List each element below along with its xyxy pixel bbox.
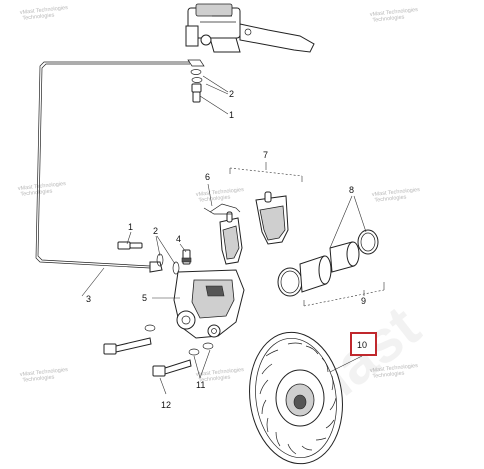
watermark-line1: vMast Technologies [196,187,245,198]
leader-lines [81,75,367,395]
highlight-box [350,332,377,356]
brake-pads [219,191,289,265]
watermark-line2: Technologies [22,374,55,383]
watermark-line2: Technologies [372,14,405,23]
watermark-line1: vMast Technologies [370,7,419,18]
callout-3: 3 [86,294,91,304]
callout-1-top: 1 [229,110,234,120]
callout-labels: 2 1 7 6 8 1 2 4 3 5 9 11 12 [86,89,366,410]
callout-8: 8 [349,185,354,195]
callout-10-highlight: 10 [350,332,377,356]
callout-6: 6 [205,172,210,182]
bracket-7 [229,167,303,182]
callout-10: 10 [357,340,367,350]
watermark-line2: Technologies [198,194,231,203]
watermark-line1: vMast Technologies [196,367,245,378]
bleeder-screw [181,249,192,265]
watermark-line2: Technologies [198,374,231,383]
callout-2-caliper: 2 [153,226,158,236]
master-banjo-fitting [187,59,205,103]
watermark-line1: vMast Technologies [370,363,419,374]
watermarks: vMast Technologies Technologies vMast Te… [18,5,421,384]
pistons-and-seals [277,229,379,297]
mounting-bolts [103,324,214,377]
brake-disc [249,331,343,465]
master-cylinder [185,3,315,53]
bracket-9 [303,282,385,307]
watermark-line1: vMast Technologies [18,181,67,192]
watermark-line2: Technologies [372,370,405,379]
pad-spring-clip [203,203,241,215]
callout-11: 11 [196,380,205,390]
callout-7: 7 [263,150,268,160]
callout-4: 4 [176,234,181,244]
callout-12: 12 [161,400,171,410]
disc-slots [259,342,337,455]
brake-line [35,61,190,273]
callout-5: 5 [142,293,147,303]
callout-2-top: 2 [229,89,234,99]
watermark-line1: vMast Technologies [20,5,69,16]
watermark-line2: Technologies [22,12,55,21]
watermark-line2: Technologies [374,194,407,203]
watermark-line2: Technologies [20,188,53,197]
caliper-banjo-fitting [117,241,180,275]
callout-1-caliper: 1 [128,222,133,232]
brake-caliper [173,269,245,339]
watermark-line1: vMast Technologies [20,367,69,378]
watermark-line1: vMast Technologies [372,187,421,198]
callout-9: 9 [361,296,366,306]
